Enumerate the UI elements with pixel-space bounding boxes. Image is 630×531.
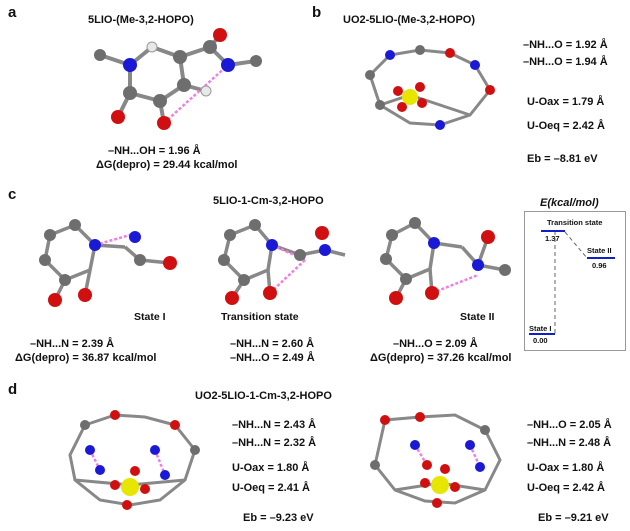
panel-d-left-line-5: Eb = –9.23 eV xyxy=(243,512,314,524)
molecule-d-right xyxy=(370,412,502,508)
panel-d-left-line-1: –NH...N = 2.43 Å xyxy=(232,419,317,431)
panel-d-left-line-4: U-Oeq = 2.41 Å xyxy=(232,482,310,494)
molecule-state-1 xyxy=(39,219,177,307)
energy-level-ts-value: 1.37 xyxy=(545,234,560,243)
energy-level-ts-label: Transition state xyxy=(547,218,603,227)
state-1-label: State I xyxy=(134,311,166,323)
panel-a-line-2: ΔG(depro) = 29.44 kcal/mol xyxy=(96,159,238,171)
hbond-line xyxy=(94,233,131,247)
panel-d-left-line-2: –NH...N = 2.32 Å xyxy=(232,437,317,449)
panel-a-line-1: –NH...OH = 1.96 Å xyxy=(108,145,201,157)
transition-state-line-1: –NH...N = 2.60 Å xyxy=(230,338,315,350)
uranium-atom xyxy=(402,89,418,105)
panel-d-right-line-5: Eb = –9.21 eV xyxy=(538,512,609,524)
panel-label-b: b xyxy=(312,4,322,21)
panel-d-left-line-3: U-Oax = 1.80 Å xyxy=(232,462,310,474)
state-2-line-1: –NH...O = 2.09 Å xyxy=(393,338,478,350)
energy-connectors xyxy=(554,231,588,333)
molecule-d-left xyxy=(68,410,200,510)
state-2-label: State II xyxy=(460,311,495,323)
panel-b-line-1: –NH...O = 1.92 Å xyxy=(523,39,608,51)
molecule-transition-state xyxy=(218,219,346,305)
hbond-line xyxy=(431,273,479,295)
molecule-b xyxy=(365,45,495,130)
panel-b-line-3: U-Oax = 1.79 Å xyxy=(527,96,605,108)
panel-b-line-2: –NH...O = 1.94 Å xyxy=(523,56,608,68)
state-1-line-1: –NH...N = 2.39 Å xyxy=(30,338,115,350)
transition-state-label: Transition state xyxy=(221,311,299,323)
hbond-line xyxy=(88,449,102,471)
uranium-atom xyxy=(121,478,139,496)
energy-diagram-title: E(kcal/mol) xyxy=(540,197,599,209)
energy-level-state-1-value: 0.00 xyxy=(533,336,548,345)
energy-level-state-2-bar xyxy=(587,257,615,259)
panel-b-title: UO2-5LIO-(Me-3,2-HOPO) xyxy=(343,14,476,26)
hbond-line xyxy=(269,259,306,294)
panel-label-d: d xyxy=(8,381,18,398)
state-2-line-2: ΔG(depro) = 37.26 kcal/mol xyxy=(370,352,512,364)
panel-label-a: a xyxy=(8,4,17,21)
panel-d-title: UO2-5LIO-1-Cm-3,2-HOPO xyxy=(195,390,332,402)
molecule-state-2 xyxy=(380,217,511,305)
panel-d-right-line-3: U-Oax = 1.80 Å xyxy=(527,462,605,474)
energy-diagram: Transition state 1.37 State II 0.96 Stat… xyxy=(524,211,626,351)
transition-state-line-2: –NH...O = 2.49 Å xyxy=(230,352,315,364)
energy-level-state-1-label: State I xyxy=(529,324,552,333)
molecule-a xyxy=(94,28,262,130)
panel-a-title: 5LIO-(Me-3,2-HOPO) xyxy=(88,14,194,26)
energy-level-state-2-label: State II xyxy=(587,246,612,255)
panel-d-right-line-1: –NH...O = 2.05 Å xyxy=(527,419,612,431)
energy-level-state-1-bar xyxy=(529,333,555,335)
panel-d-right-line-4: U-Oeq = 2.42 Å xyxy=(527,482,605,494)
state-1-line-2: ΔG(depro) = 36.87 kcal/mol xyxy=(15,352,157,364)
panel-label-c: c xyxy=(8,186,17,203)
panel-d-right-line-2: –NH...N = 2.48 Å xyxy=(527,437,612,449)
energy-level-ts-bar xyxy=(541,230,565,232)
energy-level-state-2-value: 0.96 xyxy=(592,261,607,270)
panel-b-line-5: Eb = –8.81 eV xyxy=(527,153,598,165)
hbond-line xyxy=(413,444,429,466)
panel-c-title: 5LIO-1-Cm-3,2-HOPO xyxy=(213,195,324,207)
uranium-atom xyxy=(431,476,449,494)
hbond-line xyxy=(163,64,229,124)
panel-b-line-4: U-Oeq = 2.42 Å xyxy=(527,120,605,132)
